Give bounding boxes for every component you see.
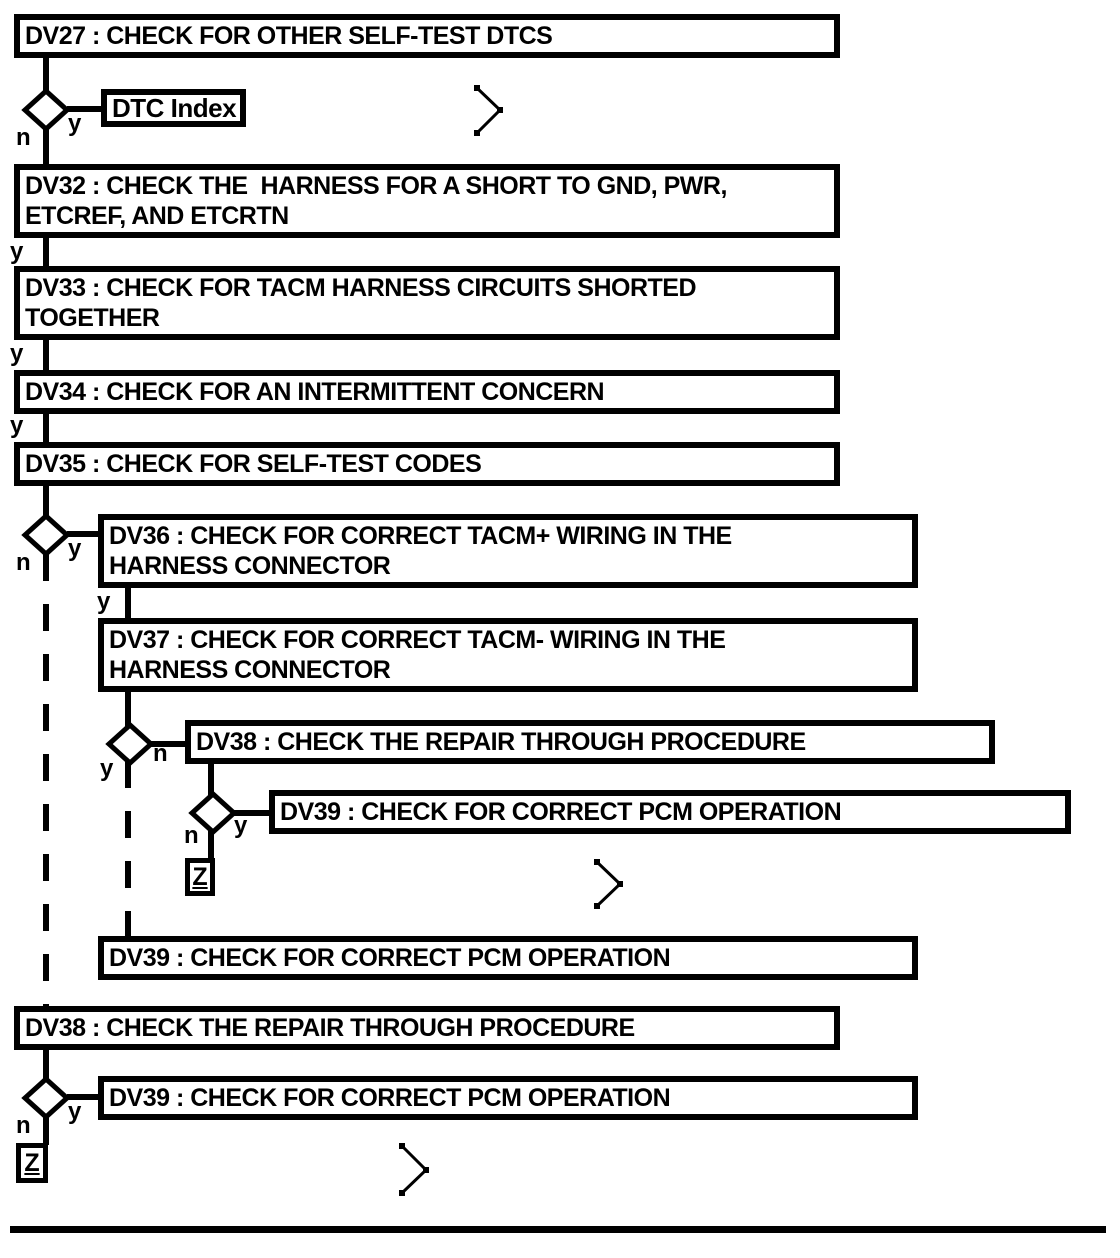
node-dv33[interactable]: DV33 : CHECK FOR TACM HARNESS CIRCUITS S…: [14, 266, 840, 340]
off-page-connector-z[interactable]: Z: [16, 1143, 48, 1183]
decision-diamond-dv38-bottom: [21, 1075, 71, 1121]
bottom-divider-rule: [10, 1226, 1106, 1233]
branch-label-yes: y: [234, 812, 248, 839]
node-dv39-repeat[interactable]: DV39 : CHECK FOR CORRECT PCM OPERATION: [98, 936, 918, 980]
next-page-chevron-icon[interactable]: [474, 85, 503, 136]
node-dv36[interactable]: DV36 : CHECK FOR CORRECT TACM+ WIRING IN…: [98, 514, 918, 588]
branch-label-no: n: [153, 740, 168, 767]
node-dv35[interactable]: DV35 : CHECK FOR SELF-TEST CODES: [14, 442, 840, 486]
next-page-chevron-icon[interactable]: [594, 859, 623, 909]
branch-label-no: n: [16, 1112, 31, 1139]
branch-label-yes: y: [100, 755, 114, 782]
branch-label-no: n: [16, 549, 31, 576]
branch-label-no: n: [184, 822, 199, 849]
node-dtc-index[interactable]: DTC Index: [101, 89, 246, 127]
branch-label-yes: y: [10, 238, 24, 265]
node-dv37[interactable]: DV37 : CHECK FOR CORRECT TACM- WIRING IN…: [98, 618, 918, 692]
node-dv39[interactable]: DV39 : CHECK FOR CORRECT PCM OPERATION: [269, 790, 1071, 834]
decision-diamond-dv35: [21, 512, 71, 558]
branch-label-yes: y: [10, 340, 24, 367]
branch-label-yes: y: [68, 1098, 82, 1125]
node-dv38[interactable]: DV38 : CHECK THE REPAIR THROUGH PROCEDUR…: [185, 720, 995, 764]
decision-diamond-dv27: [21, 87, 71, 133]
node-dv34[interactable]: DV34 : CHECK FOR AN INTERMITTENT CONCERN: [14, 370, 840, 414]
branch-label-no: n: [16, 124, 31, 151]
next-page-chevron-icon[interactable]: [399, 1143, 429, 1196]
off-page-connector-z[interactable]: Z: [185, 858, 215, 896]
branch-label-yes: y: [68, 535, 82, 562]
branch-label-yes: y: [10, 412, 24, 439]
node-dv39-bottom[interactable]: DV39 : CHECK FOR CORRECT PCM OPERATION: [98, 1076, 918, 1120]
decision-diamond-dv37: [105, 721, 155, 767]
node-dv32[interactable]: DV32 : CHECK THE HARNESS FOR A SHORT TO …: [14, 164, 840, 238]
node-dv38-bottom[interactable]: DV38 : CHECK THE REPAIR THROUGH PROCEDUR…: [14, 1006, 840, 1050]
node-dv27[interactable]: DV27 : CHECK FOR OTHER SELF-TEST DTCS: [14, 14, 840, 58]
branch-label-yes: y: [68, 110, 82, 137]
branch-label-yes: y: [97, 588, 111, 615]
